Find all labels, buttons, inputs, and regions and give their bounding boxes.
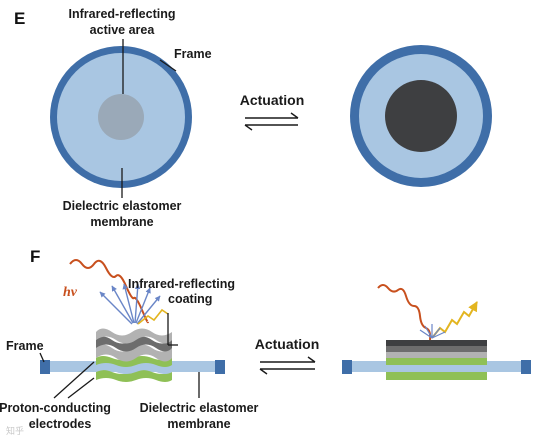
- forward-arrow-f: [260, 356, 316, 363]
- label-membrane-f-line2: membrane: [167, 417, 230, 431]
- equilibrium-arrows-e: [244, 112, 299, 131]
- reverse-arrow-e: [244, 124, 298, 131]
- label-actuation-f: Actuation: [255, 336, 320, 352]
- coating-flat-3: [386, 340, 487, 346]
- coating-layer-2: [96, 336, 172, 352]
- coating-layer-3: [96, 328, 172, 344]
- membrane-disk-relaxed: [50, 46, 192, 188]
- equilibrium-arrows-f: [259, 356, 316, 375]
- label-actuation-e: Actuation: [240, 92, 305, 108]
- scatter-ray-2: [111, 285, 134, 324]
- panel-letter-f: F: [30, 247, 40, 266]
- electrode-bottom-left: [96, 370, 172, 382]
- device-actuated: [342, 340, 531, 380]
- scatter-ray-6: [136, 295, 161, 325]
- electrode-top-left: [96, 356, 172, 367]
- label-active-area-line1: Infrared-reflecting: [69, 7, 176, 21]
- burst-ray-5: [431, 331, 446, 339]
- frame-clamp-right-a: [342, 360, 352, 374]
- frame-clamp-left-a: [40, 360, 50, 374]
- coating-flat-2: [386, 346, 487, 352]
- coating-flat-1: [386, 352, 487, 358]
- watermark: 知乎: [6, 425, 24, 436]
- reflected-ray-left: [137, 308, 169, 325]
- electrode-bottom-right: [386, 372, 487, 380]
- frame-clamp-left-b: [215, 360, 225, 374]
- membrane-disk-actuated: [350, 45, 492, 187]
- scatter-ray-5: [135, 287, 151, 324]
- reflected-ray-right: [431, 301, 478, 339]
- scattered-rays: [99, 283, 161, 325]
- device-relaxed: [40, 328, 225, 382]
- label-electrodes-line1: Proton-conducting: [0, 401, 111, 415]
- frame-clamp-right-b: [521, 360, 531, 374]
- label-electrodes-line2: electrodes: [29, 417, 92, 431]
- reverse-arrow-f: [259, 368, 315, 375]
- leader-frame-f: [39, 352, 45, 363]
- membrane-stack-right: [386, 365, 487, 372]
- electrode-top-right: [386, 358, 487, 365]
- label-hv: hv: [63, 285, 78, 300]
- label-membrane-e-line1: Dielectric elastomer: [63, 199, 182, 213]
- scatter-ray-4: [134, 283, 141, 324]
- membrane-stack-left: [96, 363, 172, 374]
- forward-arrow-e: [245, 112, 299, 119]
- panel-letter-e: E: [14, 9, 25, 28]
- label-frame-f: Frame: [6, 339, 44, 353]
- label-coating-line2: coating: [168, 292, 212, 306]
- coating-layer-1: [96, 344, 172, 362]
- leader-electrodes-a: [53, 361, 95, 399]
- scatter-burst-right: [419, 324, 446, 339]
- burst-ray-4: [431, 327, 441, 339]
- label-coating-line1: Infrared-reflecting: [128, 277, 235, 291]
- leader-electrodes-b: [67, 377, 95, 399]
- label-active-area-line2: active area: [90, 23, 156, 37]
- hv-wave-right: [377, 284, 432, 341]
- scatter-ray-1: [99, 291, 133, 325]
- active-area-large: [385, 80, 457, 152]
- scatter-ray-3: [122, 283, 135, 324]
- label-membrane-f-line1: Dielectric elastomer: [140, 401, 259, 415]
- label-membrane-e-line2: membrane: [90, 215, 153, 229]
- label-frame-e: Frame: [174, 47, 212, 61]
- leader-frame-e: [159, 59, 177, 72]
- active-area-small: [98, 94, 144, 140]
- hv-wave-left: [69, 259, 149, 324]
- burst-ray-1: [419, 329, 433, 339]
- burst-ray-2: [424, 325, 433, 339]
